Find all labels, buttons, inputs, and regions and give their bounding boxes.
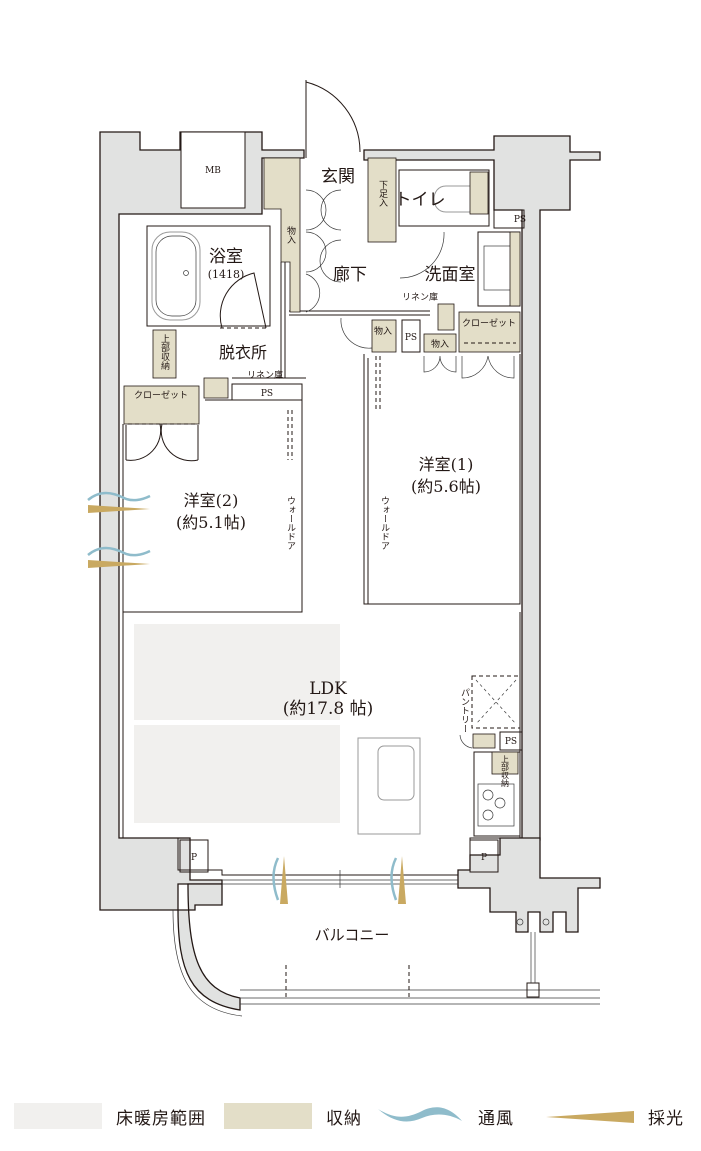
closet-label-room2: クローゼット bbox=[134, 389, 188, 401]
exterior-walls bbox=[99, 131, 601, 1017]
ps-label-corridor: PS bbox=[405, 333, 417, 343]
legend-label: 床暖房範囲 bbox=[116, 1108, 206, 1129]
p-label-left: P bbox=[191, 853, 197, 863]
balcony-label: バルコニー bbox=[315, 926, 390, 944]
legend-ventilation: 通風 bbox=[376, 1098, 514, 1134]
mb-label: MB bbox=[205, 166, 221, 176]
daylight-wedge-icon bbox=[546, 1111, 634, 1123]
legend-storage: 収納 bbox=[224, 1098, 362, 1134]
hallway-label: 廊下 bbox=[333, 265, 367, 285]
upper-storage-label-kitchen: 上部収納 bbox=[501, 755, 510, 788]
wall-door-label-room2: ウォールドア bbox=[285, 496, 296, 550]
western-room-1-label: 洋室(1) bbox=[419, 455, 474, 474]
floor-plan: MB bbox=[87, 80, 601, 1017]
dressing-room-label: 脱衣所 bbox=[219, 343, 267, 362]
linen-label-dressing: リネン庫 bbox=[247, 369, 283, 381]
western-room-2-label: 洋室(2) bbox=[184, 491, 239, 510]
bath-size-label: (1418) bbox=[208, 268, 245, 281]
fixture-labels: PS PS PS PS P P クローゼット クローゼット 物入 物入 リネン庫… bbox=[134, 180, 526, 863]
storage-swatch bbox=[224, 1103, 312, 1129]
ldk-label: LDK bbox=[309, 679, 347, 699]
floor-heating-area bbox=[134, 624, 340, 823]
legend-daylight: 採光 bbox=[542, 1098, 684, 1134]
storage-areas bbox=[123, 157, 521, 775]
ps-label-kitchen: PS bbox=[505, 737, 517, 747]
legend-label: 通風 bbox=[478, 1108, 514, 1129]
bath-label: 浴室 bbox=[209, 247, 243, 267]
ps-label-top: PS bbox=[514, 215, 526, 225]
p-label-right: P bbox=[481, 853, 487, 863]
closet-label-room1: クローゼット bbox=[462, 317, 516, 329]
ventilation-marks bbox=[87, 491, 398, 901]
western-room-2-size: (約5.1帖) bbox=[176, 513, 246, 532]
mb-box bbox=[180, 131, 246, 209]
toilet-label: トイレ bbox=[395, 190, 446, 210]
legend-label: 採光 bbox=[648, 1108, 684, 1129]
floor-heating-swatch bbox=[14, 1103, 102, 1129]
legend-floor-heating: 床暖房範囲 bbox=[14, 1098, 206, 1134]
western-room-1-size: (約5.6帖) bbox=[411, 477, 481, 496]
pantry-label: パントリー bbox=[459, 688, 470, 733]
entrance-door[interactable] bbox=[305, 80, 361, 158]
legend-label: 収納 bbox=[326, 1108, 362, 1129]
storage-label-room1: 物入 bbox=[431, 338, 449, 350]
ventilation-wave-icon bbox=[378, 1107, 462, 1122]
storage-label-corridor: 物入 bbox=[374, 325, 392, 337]
wall-door-label-room1: ウォールドア bbox=[379, 496, 390, 550]
ldk-size: (約17.8 帖) bbox=[283, 699, 374, 719]
daylight-marks bbox=[88, 505, 406, 904]
legend: 床暖房範囲 収納 通風 採光 bbox=[0, 1098, 701, 1138]
upper-storage-label-dressing: 上部収納 bbox=[159, 334, 170, 371]
storage-label-entrance: 物入 bbox=[285, 225, 296, 244]
genkan-label: 玄関 bbox=[321, 167, 355, 187]
room-labels: 玄関 トイレ 浴室 (1418) 廊下 洗面室 脱衣所 洋室(2) (約5.1帖… bbox=[176, 167, 481, 944]
shoe-storage-label: 下足入 bbox=[377, 180, 388, 207]
washroom-label: 洗面室 bbox=[425, 265, 476, 285]
linen-label-washroom: リネン庫 bbox=[402, 291, 438, 303]
ps-label-dressing: PS bbox=[261, 389, 273, 399]
